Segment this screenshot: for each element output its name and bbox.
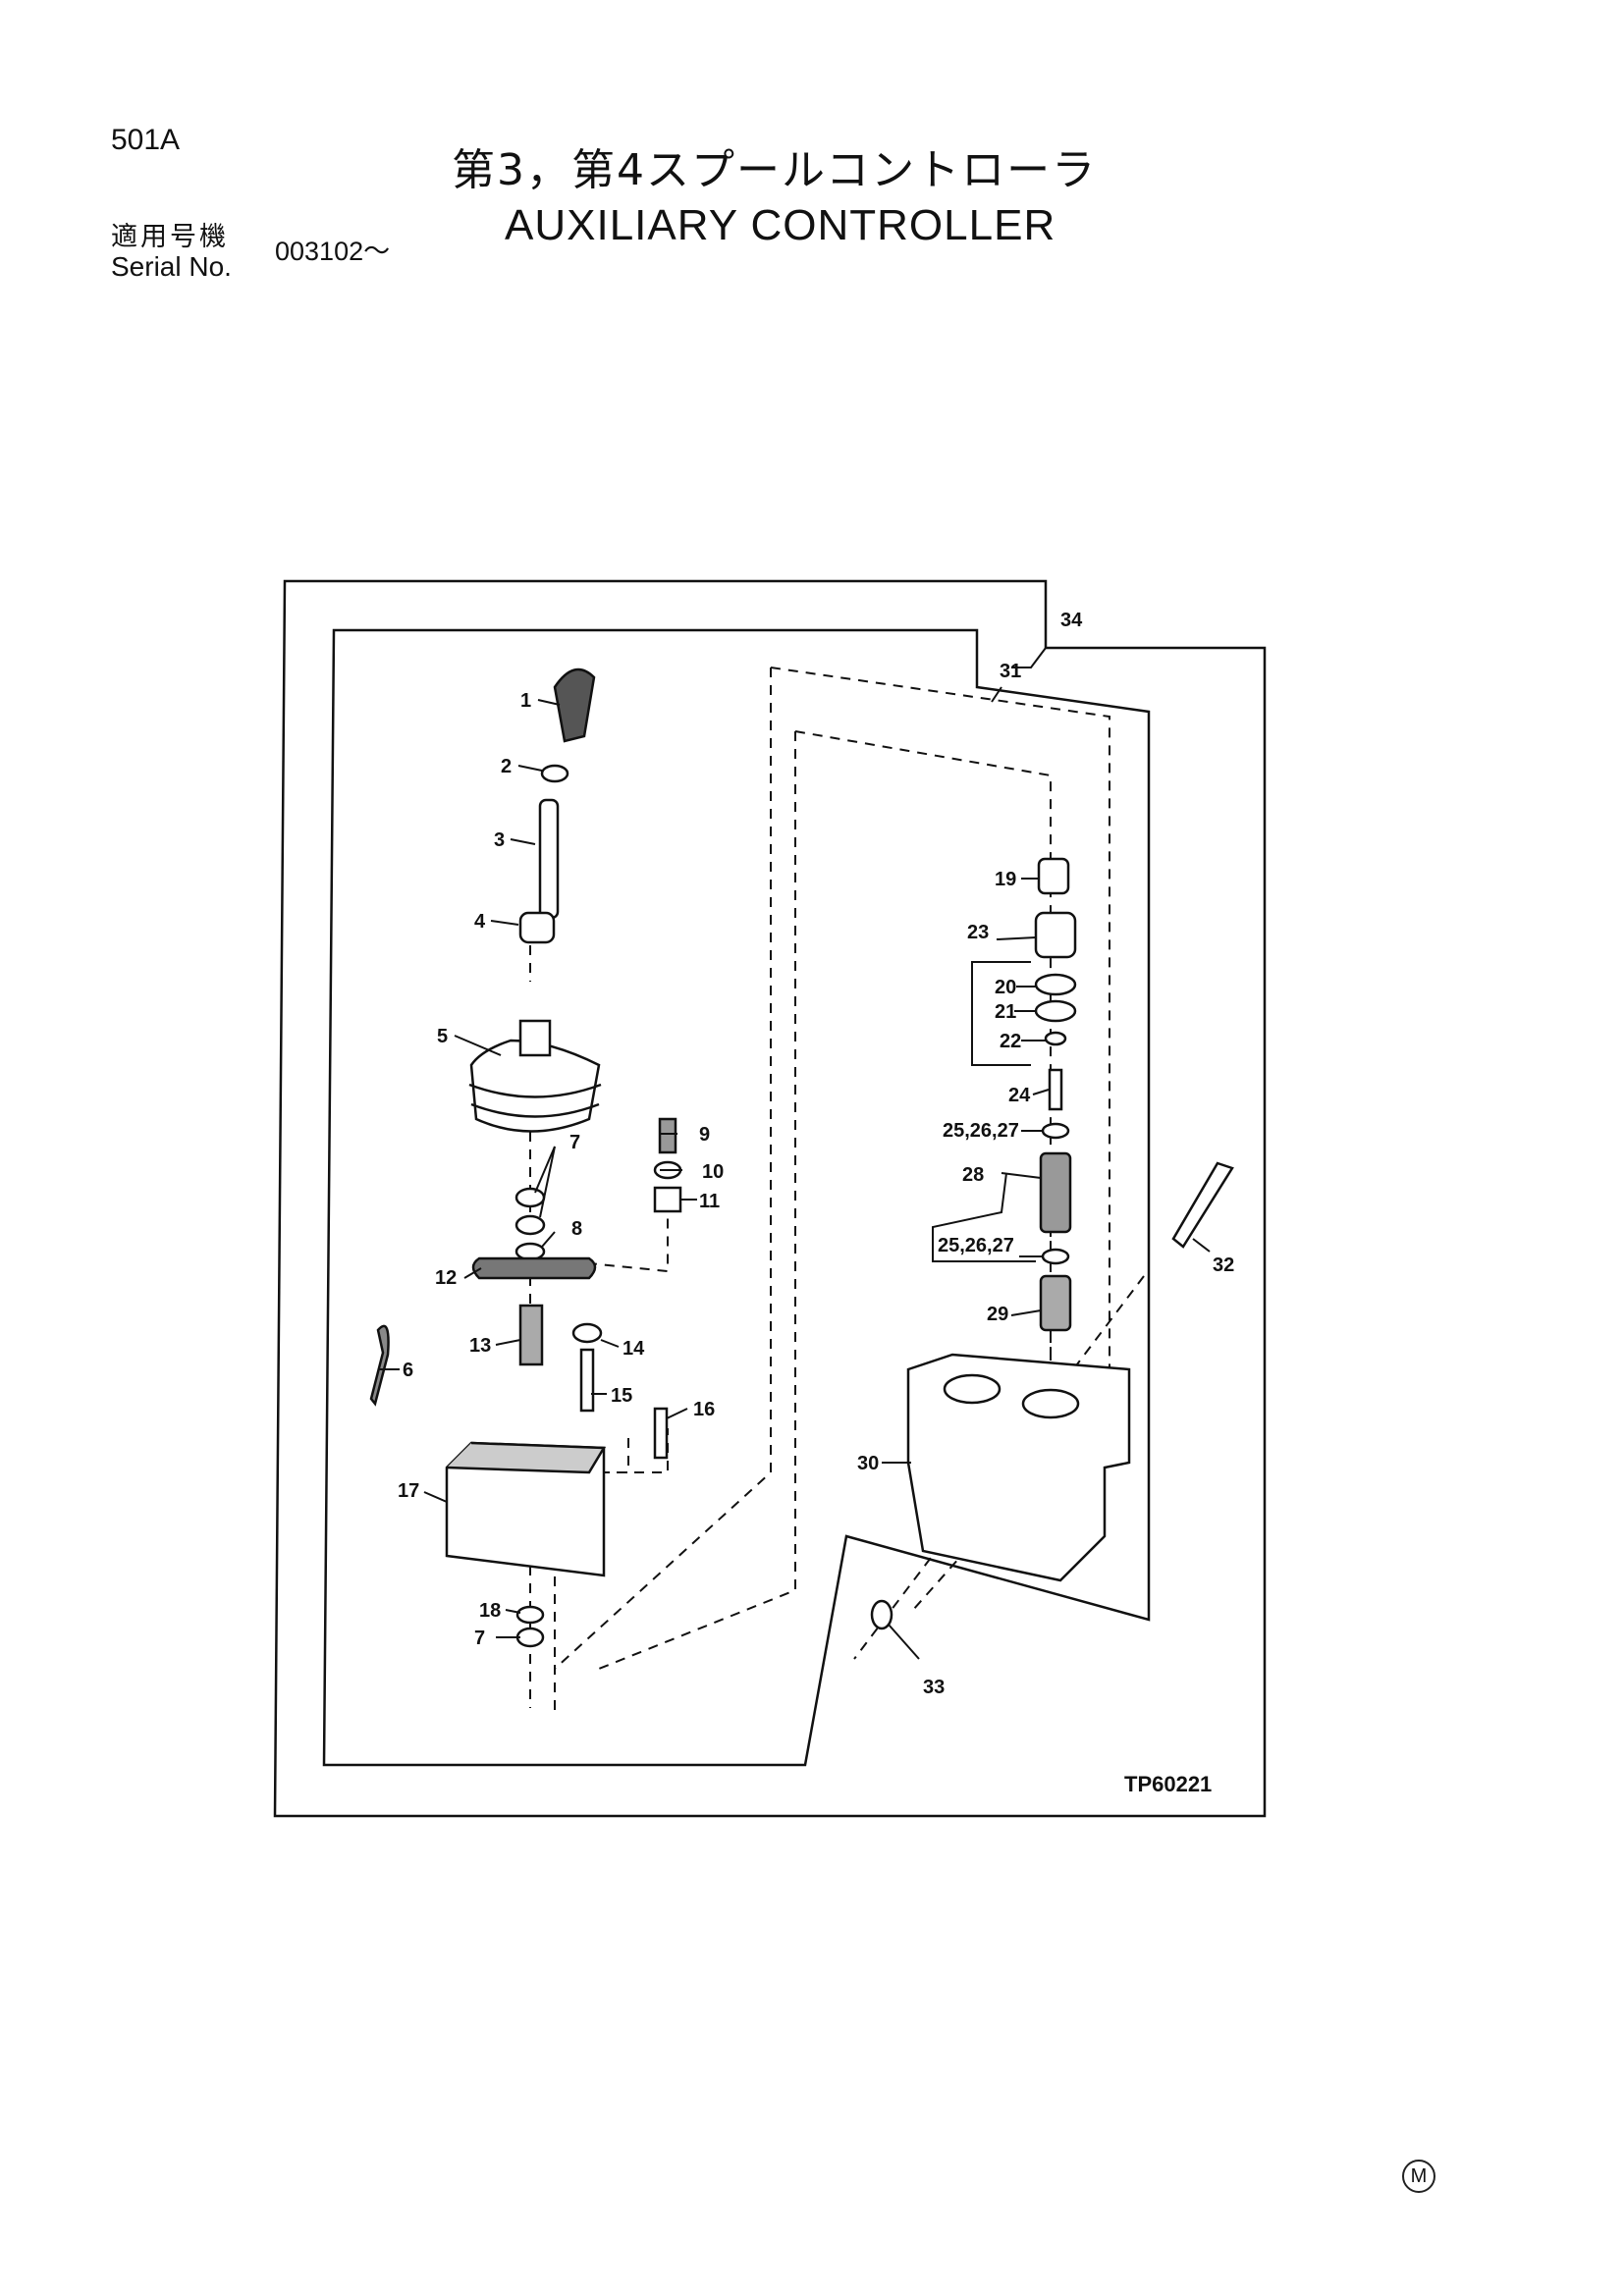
callout-19: 19 [995, 869, 1016, 890]
callout-12: 12 [435, 1267, 457, 1289]
callout-4: 4 [474, 911, 486, 933]
seal-part [1037, 857, 1070, 895]
o-ring-part [1034, 973, 1077, 996]
shim-part [1041, 1248, 1070, 1265]
boot-neck [518, 1019, 552, 1057]
callout-20: 20 [995, 977, 1016, 998]
callout-11: 11 [699, 1191, 720, 1212]
washer-part [540, 764, 569, 783]
callout-29: 29 [987, 1304, 1008, 1325]
housing-part [445, 1441, 606, 1577]
callout-25a: 25,26,27 [943, 1120, 1019, 1142]
callout-2: 2 [501, 756, 512, 777]
callout-8: 8 [571, 1218, 582, 1240]
callout-18: 18 [479, 1600, 501, 1622]
set-screw-part [658, 1117, 677, 1154]
nut-part [515, 1627, 545, 1648]
push-rod-part [1048, 1068, 1063, 1111]
plate-part [471, 1256, 597, 1280]
shim-part [1041, 1122, 1070, 1140]
callout-23: 23 [967, 922, 989, 943]
serial-label-japanese: 適用号機 [111, 222, 229, 252]
plug-part [1034, 911, 1077, 959]
bolt-part [653, 1407, 669, 1460]
nut-part [571, 1322, 603, 1344]
serial-number-value: 003102～ [275, 237, 391, 266]
callout-22: 22 [1000, 1031, 1021, 1052]
callout-6: 6 [403, 1360, 413, 1381]
callout-30: 30 [857, 1453, 879, 1474]
callout-33: 33 [923, 1677, 945, 1698]
callout-3: 3 [494, 829, 505, 851]
callout-17: 17 [398, 1480, 419, 1502]
pin-part [579, 1348, 595, 1413]
callout-31: 31 [1000, 661, 1021, 682]
callout-32: 32 [1213, 1255, 1234, 1276]
ring-part [1034, 999, 1077, 1023]
bolt-part [1171, 1161, 1234, 1249]
title-english: AUXILIARY CONTROLLER [505, 201, 1056, 249]
spool-part [1039, 1151, 1072, 1234]
callout-5: 5 [437, 1026, 448, 1047]
callout-28: 28 [962, 1164, 984, 1186]
washer-part [515, 1605, 545, 1625]
casing-port [943, 1373, 1001, 1405]
callout-13: 13 [469, 1335, 491, 1357]
callout-14: 14 [623, 1338, 645, 1360]
manufacturer-mark: M [1402, 2160, 1435, 2193]
washer-part [514, 1242, 546, 1261]
nut-part [514, 1187, 546, 1208]
spring-part [1039, 1274, 1072, 1332]
title-japanese: 第3，第4スプールコントローラ [452, 145, 1098, 195]
leader-lines [378, 647, 1211, 1660]
page-number: 501A [111, 124, 181, 156]
knob-part [553, 667, 596, 743]
cap-nut-part [653, 1186, 682, 1213]
callout-16: 16 [693, 1399, 715, 1420]
o-ring-part [870, 1599, 893, 1630]
callout-labels: 1 2 3 4 5 6 7 8 9 10 11 12 13 14 15 16 1… [398, 610, 1234, 1698]
bushing-part [518, 911, 556, 944]
callout-7a: 7 [569, 1132, 580, 1153]
boot-part [469, 1039, 601, 1133]
nut-part [514, 1214, 546, 1236]
casing-port [1021, 1388, 1080, 1419]
callout-34: 34 [1060, 610, 1083, 631]
pusher-part [518, 1304, 544, 1366]
callout-7b: 7 [474, 1628, 485, 1649]
callout-9: 9 [699, 1124, 710, 1146]
serial-label-english: Serial No. [111, 251, 232, 282]
inner-assembly-frame [322, 628, 1151, 1767]
callout-25b: 25,26,27 [938, 1235, 1014, 1256]
callout-10: 10 [702, 1161, 724, 1183]
clip-part [369, 1324, 390, 1407]
drawing-code: TP60221 [1124, 1772, 1212, 1796]
callout-21: 21 [995, 1001, 1016, 1023]
outer-assembly-frame [273, 579, 1267, 1818]
casing-part [906, 1353, 1131, 1582]
callout-15: 15 [611, 1385, 632, 1407]
lever-part [538, 798, 560, 920]
callout-24: 24 [1008, 1085, 1031, 1106]
ring-part [1044, 1031, 1067, 1046]
callout-1: 1 [520, 690, 531, 712]
